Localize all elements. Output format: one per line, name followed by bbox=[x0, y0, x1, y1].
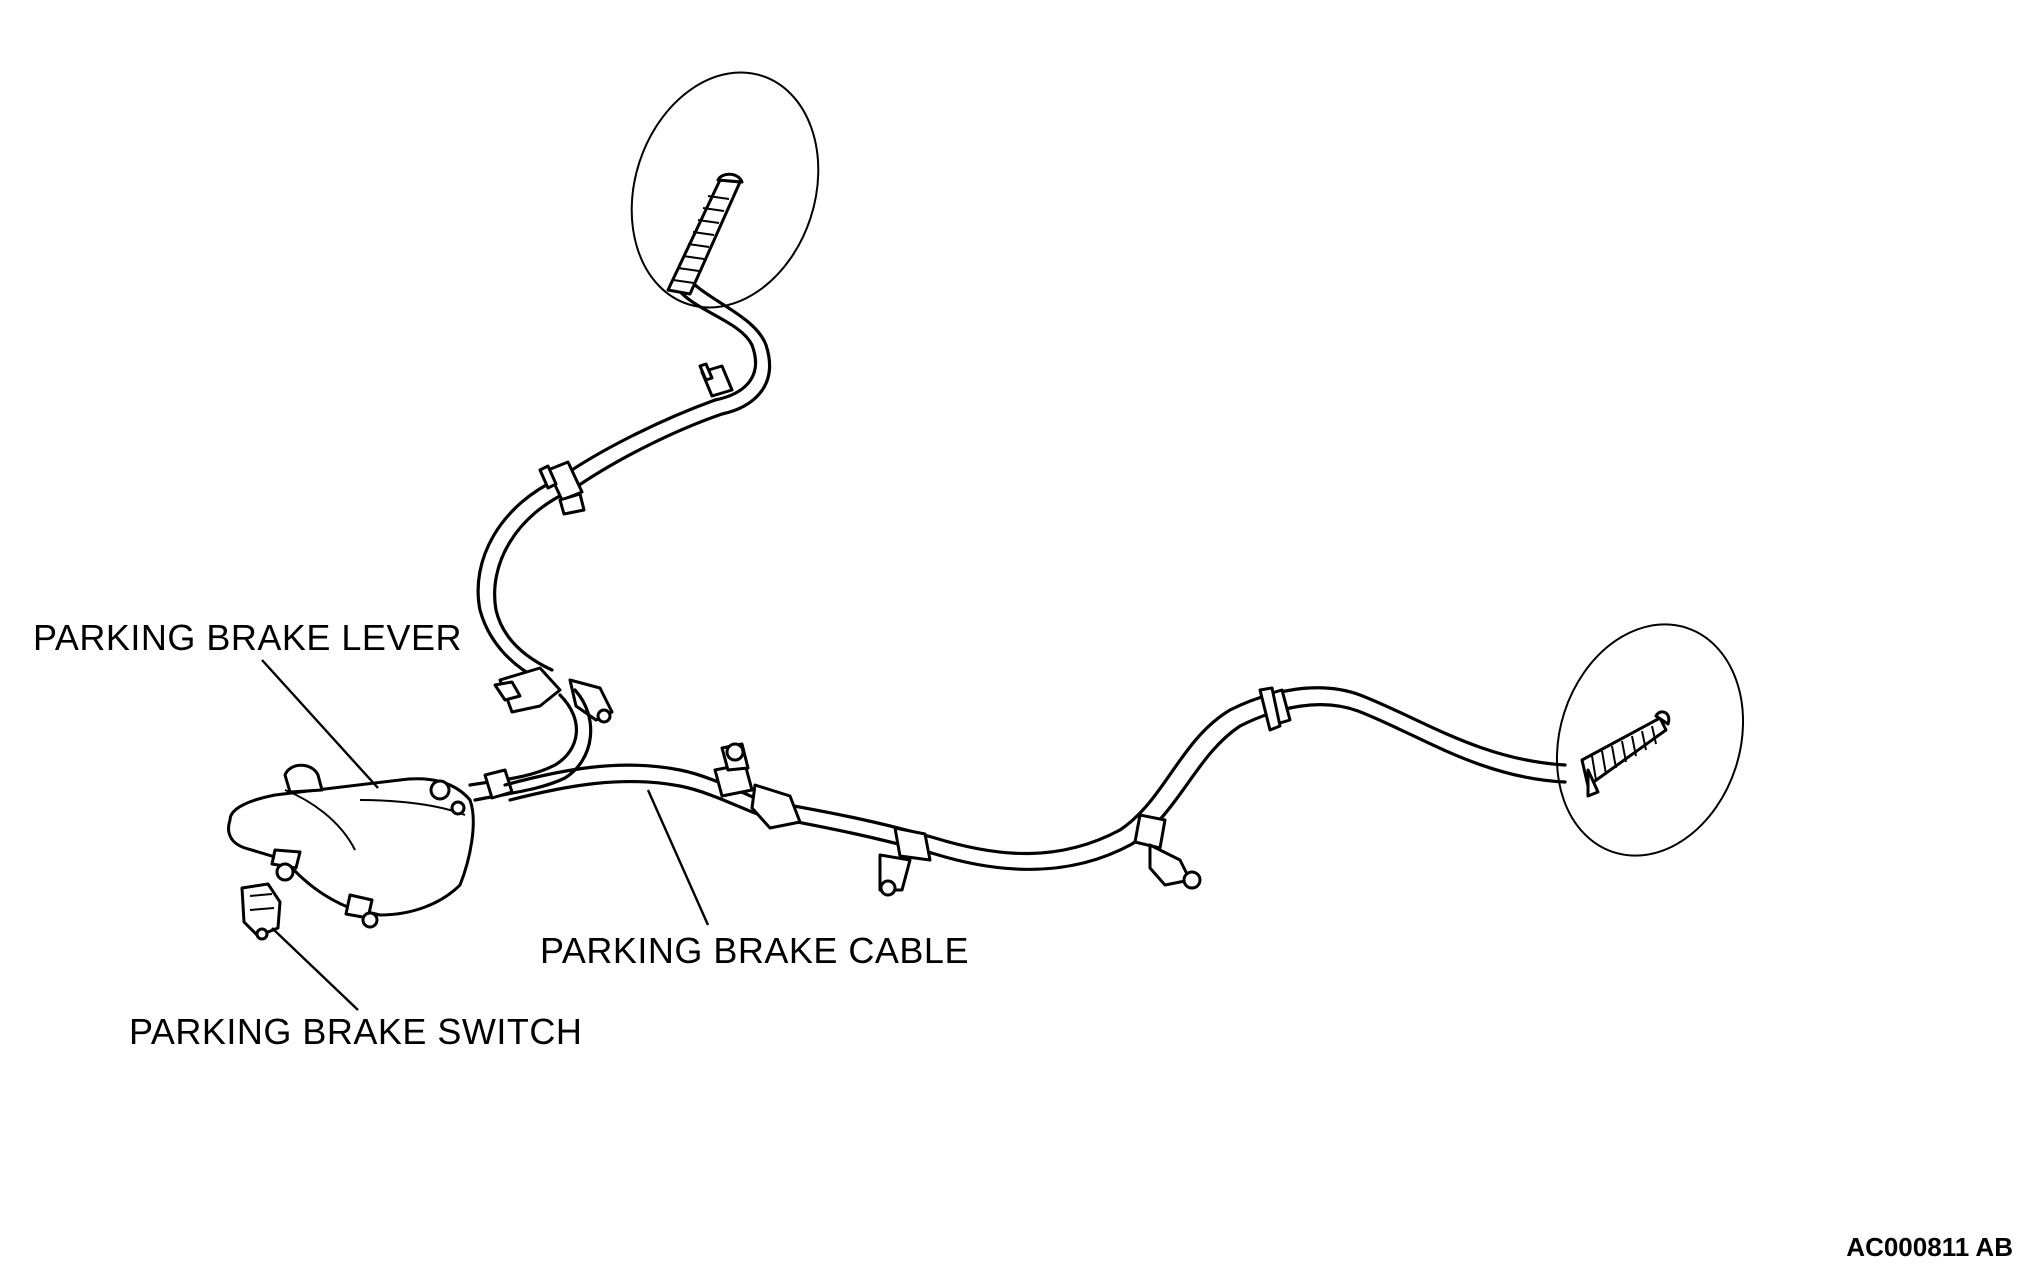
upper-to-lever-cable bbox=[468, 688, 593, 802]
lower-detail-ellipse bbox=[1555, 623, 1745, 857]
upper-clamp-1 bbox=[698, 362, 734, 398]
leader-lever bbox=[261, 659, 379, 789]
upper-clamp-2 bbox=[538, 460, 586, 516]
parking-brake-switch bbox=[240, 882, 282, 941]
parking-brake-lever bbox=[227, 763, 475, 929]
lower-cable-boot bbox=[1580, 710, 1671, 798]
lower-bracket-1 bbox=[713, 742, 802, 830]
label-parking-brake-cable: PARKING BRAKE CABLE bbox=[540, 930, 969, 971]
upper-junction-bracket bbox=[493, 666, 614, 724]
lower-cable bbox=[503, 623, 1745, 897]
lower-bracket-2 bbox=[878, 826, 932, 897]
lower-clamp-rise bbox=[1258, 686, 1292, 732]
upper-cable-boot bbox=[666, 172, 744, 296]
upper-cable bbox=[476, 71, 820, 724]
leader-switch bbox=[271, 927, 359, 1011]
upper-detail-ellipse bbox=[630, 71, 820, 309]
label-parking-brake-switch: PARKING BRAKE SWITCH bbox=[129, 1011, 583, 1052]
label-parking-brake-lever: PARKING BRAKE LEVER bbox=[33, 617, 462, 658]
lower-bracket-3 bbox=[1133, 813, 1202, 890]
figure-code: AC000811 AB bbox=[1846, 1232, 2013, 1262]
leader-cable bbox=[646, 789, 710, 926]
